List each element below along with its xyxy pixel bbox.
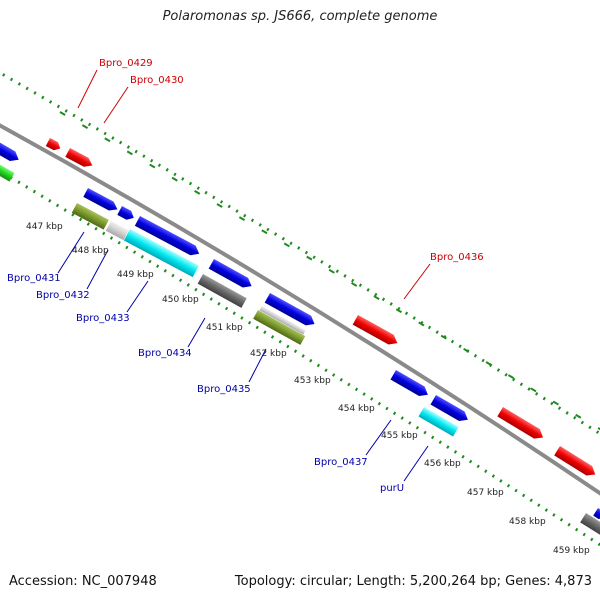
gene-label-inner: Bpro_0437 xyxy=(314,457,368,468)
leader-line xyxy=(86,249,109,290)
gc-dots-inner xyxy=(0,169,600,547)
ruler-ticks: 447 kbp 448 kbp 449 kbp 450 kbp 451 kbp 452 k… xyxy=(26,222,590,556)
ruler-tick-label: 450 kbp xyxy=(162,295,199,305)
gene-bpro-0437 xyxy=(418,407,459,437)
gene-blue-f xyxy=(390,370,428,397)
leader-line xyxy=(103,86,129,124)
gene-blue-c xyxy=(134,216,200,256)
gene-bpro-0429 xyxy=(45,138,61,151)
ruler-tick-label: 458 kbp xyxy=(509,517,546,527)
gene-bpro-0431 xyxy=(71,203,109,230)
gene-label-inner: purU xyxy=(380,483,404,494)
gene-lgrey-0435 xyxy=(259,306,306,335)
leader-line xyxy=(403,445,429,482)
gc-skew-track xyxy=(0,71,600,547)
gene-label-outer: Bpro_0429 xyxy=(99,58,153,69)
gene-label-inner: Bpro_0433 xyxy=(76,313,130,324)
leader-line xyxy=(187,317,206,348)
ruler-tick-label: 448 kbp xyxy=(72,246,109,256)
accession-text: Accession: NC_007948 xyxy=(9,574,157,589)
gene-labels: Bpro_0429Bpro_0430Bpro_0436Bpro_0431Bpro… xyxy=(7,58,484,494)
ruler-tick-label: 459 kbp xyxy=(553,546,590,556)
ruler-tick-label: 449 kbp xyxy=(117,270,154,280)
ruler-tick-label: 453 kbp xyxy=(294,376,331,386)
map-title: Polaromonas sp. JS666, complete genome xyxy=(162,9,438,24)
genome-summary-text: Topology: circular; Length: 5,200,264 bp… xyxy=(234,574,592,589)
leader-line xyxy=(403,263,431,300)
leader-line xyxy=(248,348,267,383)
ruler-tick-label: 452 kbp xyxy=(250,349,287,359)
gene-red-right-1 xyxy=(497,407,544,439)
ruler-tick-label: 447 kbp xyxy=(26,222,63,232)
gene-bpro-0430 xyxy=(65,148,93,167)
gc-dots-outer xyxy=(0,71,600,436)
ruler-tick-label: 455 kbp xyxy=(381,431,418,441)
gene-bpro-0433 xyxy=(123,229,199,278)
leader-line xyxy=(365,419,392,456)
genome-backbone xyxy=(0,123,600,496)
gene-label-inner: Bpro_0431 xyxy=(7,273,61,284)
gene-label-inner: Bpro_0432 xyxy=(36,290,90,301)
gene-blue-a xyxy=(83,188,118,211)
gene-blue-left xyxy=(0,138,19,162)
gene-red-right-2 xyxy=(554,446,596,476)
ruler-tick-label: 454 kbp xyxy=(338,404,375,414)
backbone-line xyxy=(0,123,600,496)
leader-line xyxy=(57,231,85,274)
gene-bpro-0435 xyxy=(253,310,306,345)
gene-blue-right xyxy=(593,508,600,520)
gene-label-inner: Bpro_0434 xyxy=(138,348,192,359)
leader-line xyxy=(126,280,149,313)
label-leader-lines xyxy=(57,69,431,482)
gene-label-inner: Bpro_0435 xyxy=(197,384,251,395)
ruler-tick-label: 457 kbp xyxy=(467,488,504,498)
gene-blue-b xyxy=(117,206,134,220)
leader-line xyxy=(77,69,98,109)
gene-blue-d xyxy=(208,259,252,288)
gene-green-left xyxy=(0,160,15,182)
gene-track xyxy=(0,138,600,536)
gene-blue-g xyxy=(430,395,468,422)
ruler-tick-label: 456 kbp xyxy=(424,459,461,469)
gc-dash-outer xyxy=(59,111,600,431)
gene-bpro-0436 xyxy=(352,315,398,345)
gene-label-outer: Bpro_0430 xyxy=(130,75,184,86)
gene-blue-e xyxy=(264,293,315,326)
ruler-tick-label: 451 kbp xyxy=(206,323,243,333)
gene-bpro-0432 xyxy=(105,221,129,241)
gene-label-outer: Bpro_0436 xyxy=(430,252,484,263)
gene-bpro-0434 xyxy=(197,274,247,308)
